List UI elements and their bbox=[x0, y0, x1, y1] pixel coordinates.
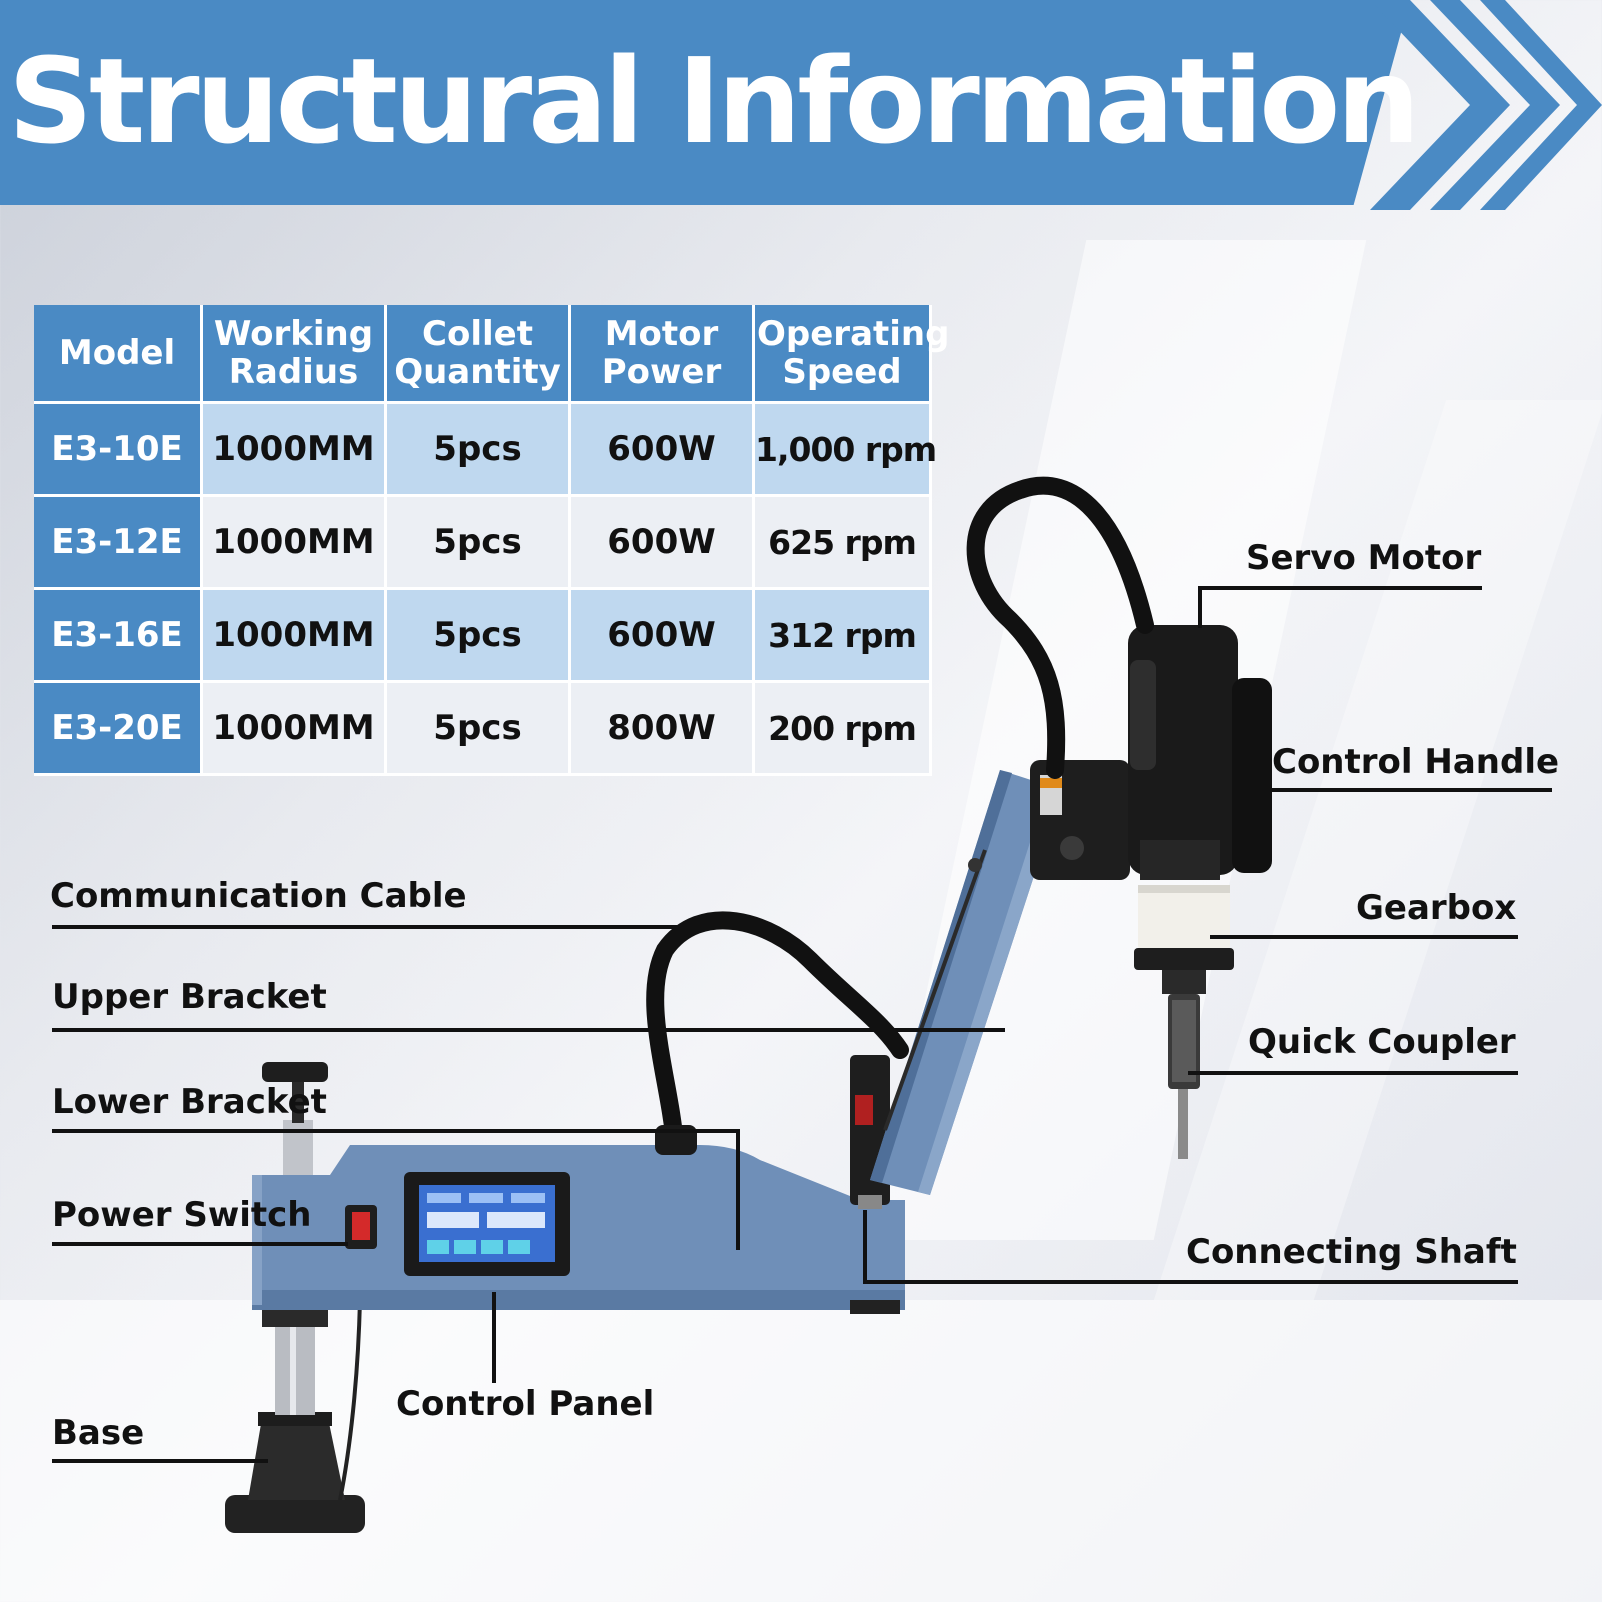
table-cell: 600W bbox=[569, 495, 755, 590]
leader-connecting-shaft bbox=[863, 1210, 1518, 1284]
label-servo-motor: Servo Motor bbox=[1246, 538, 1482, 578]
table-cell: E3-12E bbox=[34, 495, 203, 590]
label-gearbox: Gearbox bbox=[1356, 888, 1517, 928]
header-banner bbox=[0, 0, 1410, 205]
table-cell: 5pcs bbox=[385, 495, 571, 590]
table-cell: 5pcs bbox=[385, 402, 571, 497]
label-connecting-shaft: Connecting Shaft bbox=[1186, 1232, 1517, 1272]
label-quick-coupler: Quick Coupler bbox=[1248, 1022, 1516, 1062]
communication-cable-line bbox=[646, 911, 909, 1154]
quick-coupler-unit bbox=[1162, 970, 1206, 1159]
table-cell: 5pcs bbox=[385, 588, 571, 683]
table-row: E3-20E 1000MM 5pcs 800W 200 rpm bbox=[34, 681, 932, 776]
table-cell: 1000MM bbox=[201, 402, 387, 497]
servo-motor-body bbox=[1128, 625, 1272, 880]
label-power-switch: Power Switch bbox=[52, 1195, 312, 1235]
servo-cable bbox=[966, 476, 1154, 779]
table-cell: 200 rpm bbox=[753, 681, 932, 776]
label-upper-bracket: Upper Bracket bbox=[52, 977, 327, 1017]
table-cell: E3-10E bbox=[34, 402, 203, 497]
gearbox-unit bbox=[1134, 885, 1234, 970]
table-cell: E3-20E bbox=[34, 681, 203, 776]
table-cell: 5pcs bbox=[385, 681, 571, 776]
label-control-panel: Control Panel bbox=[396, 1384, 655, 1424]
lower-bracket-body bbox=[252, 1145, 905, 1314]
table-cell: 800W bbox=[569, 681, 755, 776]
head-joint bbox=[1030, 760, 1130, 880]
chevron-arrows-icon bbox=[1370, 0, 1602, 210]
table-cell: 1,000 rpm bbox=[753, 402, 937, 497]
label-lower-bracket: Lower Bracket bbox=[52, 1082, 327, 1122]
label-control-handle: Control Handle bbox=[1272, 742, 1560, 782]
table-row: E3-16E 1000MM 5pcs 600W 312 rpm bbox=[34, 588, 932, 683]
leader-lower-bracket bbox=[52, 1129, 740, 1250]
table-cell: 1000MM bbox=[201, 681, 387, 776]
table-cell: E3-16E bbox=[34, 588, 203, 683]
page-title: Structural Information bbox=[8, 32, 1420, 170]
leader-servo-motor bbox=[1198, 586, 1482, 628]
table-cell: 1000MM bbox=[201, 588, 387, 683]
label-base: Base bbox=[52, 1413, 145, 1453]
leader-lines bbox=[52, 586, 1552, 1463]
table-cell: 600W bbox=[569, 588, 755, 683]
column-header: Model bbox=[34, 305, 203, 404]
table-row: E3-12E 1000MM 5pcs 600W 625 rpm bbox=[34, 495, 932, 590]
label-communication-cable: Communication Cable bbox=[50, 876, 467, 916]
table-cell: 625 rpm bbox=[753, 495, 932, 590]
table-cell: 1000MM bbox=[201, 495, 387, 590]
connecting-shaft-joint bbox=[850, 1055, 890, 1209]
table-cell: 312 rpm bbox=[753, 588, 932, 683]
table-cell: 600W bbox=[569, 402, 755, 497]
base-assembly bbox=[225, 1299, 365, 1533]
table-row: E3-10E 1000MM 5pcs 600W 1,000 rpm bbox=[34, 402, 937, 497]
upper-bracket-arm bbox=[870, 770, 1062, 1195]
